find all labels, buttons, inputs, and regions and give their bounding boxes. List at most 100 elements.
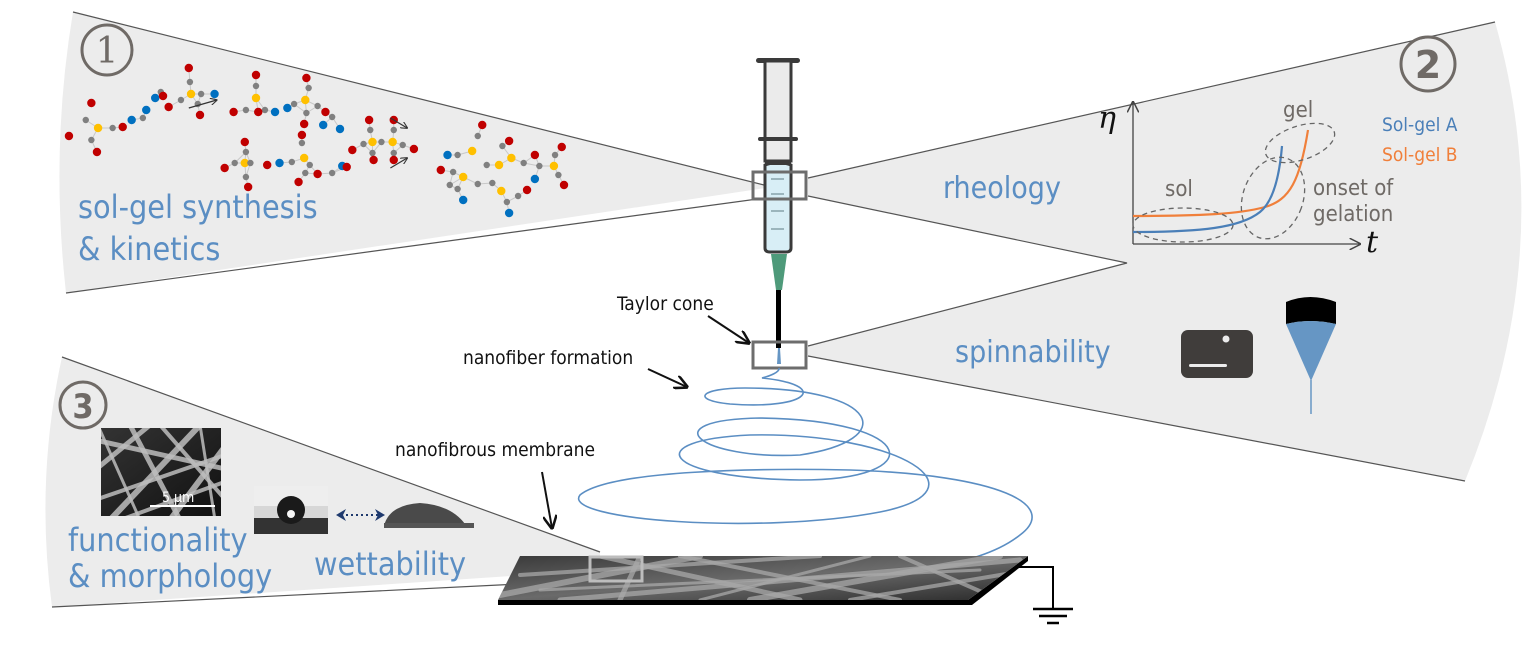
molecule-atom — [251, 93, 261, 103]
sem-micrograph-image: 5 µm — [101, 428, 221, 516]
molecule-atom — [229, 107, 238, 117]
needle — [776, 290, 781, 348]
molecule-atom — [263, 160, 272, 170]
molecule-atom — [369, 155, 378, 165]
molecule-atom — [489, 179, 496, 187]
nanofibrous-membrane-arrow — [541, 471, 552, 528]
onset-label-line1: onset of — [1313, 176, 1394, 201]
molecule-atom — [555, 171, 562, 179]
zoom-box-membrane — [588, 555, 644, 583]
molecule-atom — [261, 106, 269, 114]
molecule-atom — [503, 198, 511, 206]
molecule-atom — [186, 89, 196, 99]
molecule-atom — [301, 95, 310, 105]
sem-fiber — [159, 428, 221, 498]
molecule-atom — [367, 126, 374, 134]
molecule-atom — [186, 78, 194, 86]
molecule-atom — [302, 73, 311, 83]
molecule-atom — [254, 107, 263, 117]
taylor-cone-arrow — [707, 315, 749, 343]
molecule-atom — [504, 136, 514, 146]
molecule-atom — [409, 144, 419, 154]
panel-functionality-morphology: 3 5 µm functionality & morphology we — [45, 356, 601, 608]
molecule-atom — [520, 159, 527, 167]
molecule-atom — [313, 169, 322, 179]
molecule-atom — [275, 158, 284, 168]
molecule-atom — [522, 185, 532, 195]
nanofibrous-membrane-label: nanofibrous membrane — [395, 439, 595, 461]
rheology-label: rheology — [943, 171, 1061, 206]
molecule-atom — [474, 132, 481, 140]
sol-gel-a-curve — [1132, 145, 1284, 234]
molecule-atom — [298, 139, 306, 147]
viscosity-time-chart: η t sol gel onset of gelation Sol-gel A … — [1098, 98, 1458, 260]
molecule-atom — [240, 137, 249, 147]
molecule-atom — [551, 151, 559, 159]
panel3-edge-top — [61, 356, 601, 553]
molecule-atom — [177, 96, 185, 104]
molecule-atom — [454, 151, 461, 159]
molecule-atom — [368, 137, 377, 147]
membrane-fiber — [597, 556, 803, 600]
panel1-title-line1: sol-gel synthesis — [78, 188, 318, 226]
molecule-atom — [220, 163, 229, 173]
y-axis-label: η — [1098, 101, 1116, 136]
molecule-atom — [210, 89, 219, 99]
panel3-number-badge: 3 — [58, 380, 108, 430]
molecule-atom — [82, 116, 89, 124]
molecule-atom — [299, 119, 309, 129]
molecule-precursors-icon — [64, 63, 569, 218]
molecule-atom — [514, 192, 522, 200]
molecule-atom — [299, 153, 309, 163]
zoom-box-syringe-solution — [751, 170, 808, 201]
molecule-atom — [348, 145, 357, 155]
membrane-fiber — [747, 556, 1003, 600]
panel-sol-gel-synthesis: 1 sol-gel synthesis & kinetics — [59, 11, 773, 294]
needle-hub — [771, 254, 787, 290]
onset-region — [1240, 156, 1306, 240]
molecule-atom — [319, 120, 328, 130]
molecule-atom — [328, 113, 336, 121]
molecule-atom — [92, 147, 102, 157]
sem-fiber — [198, 428, 216, 516]
panel1-number-badge: 1 — [80, 23, 134, 77]
hydrophobic-droplet-image — [254, 486, 328, 534]
molecule-atom — [314, 102, 321, 110]
molecule-atom — [247, 159, 254, 167]
hydrophilic-droplet-image — [384, 503, 474, 528]
molecule-atom — [164, 102, 173, 112]
video-camera-icon — [1181, 330, 1253, 378]
molecule-atom — [321, 107, 330, 117]
molecule-atom — [390, 149, 397, 157]
panel1-edge-bottom — [65, 196, 773, 294]
molecule-atom — [378, 138, 385, 146]
sol-label: sol — [1165, 177, 1193, 202]
molecule-atom — [342, 162, 351, 172]
molecule-atom — [294, 177, 303, 187]
molecule-atom — [389, 155, 398, 165]
panel2-wedge — [808, 22, 1522, 481]
molecule-atom — [369, 149, 376, 157]
molecule-atom — [184, 63, 193, 73]
nanofiber-jet — [577, 367, 1033, 571]
membrane-fiber — [538, 568, 982, 592]
legend-sol-gel-a: Sol-gel A — [1382, 114, 1458, 136]
molecule-atom — [242, 106, 250, 114]
wettability-transition-arrow — [336, 509, 385, 521]
molecule-atom — [195, 110, 205, 120]
molecule-atom — [364, 115, 374, 125]
molecule-atom — [467, 146, 477, 156]
panel3-number: 3 — [72, 387, 93, 427]
reaction-arrow — [390, 117, 407, 128]
molecule-atom — [504, 208, 514, 218]
molecule-atom — [449, 168, 457, 176]
sem-fiber — [101, 428, 140, 516]
molecule-atom — [559, 180, 569, 190]
wettability-label: wettability — [314, 545, 466, 583]
panel2-number: 2 — [1415, 43, 1441, 87]
molecule-atom — [530, 174, 540, 184]
molecule-atom — [360, 140, 367, 148]
molecule-atom — [139, 114, 147, 122]
molecule-atom — [446, 181, 453, 189]
